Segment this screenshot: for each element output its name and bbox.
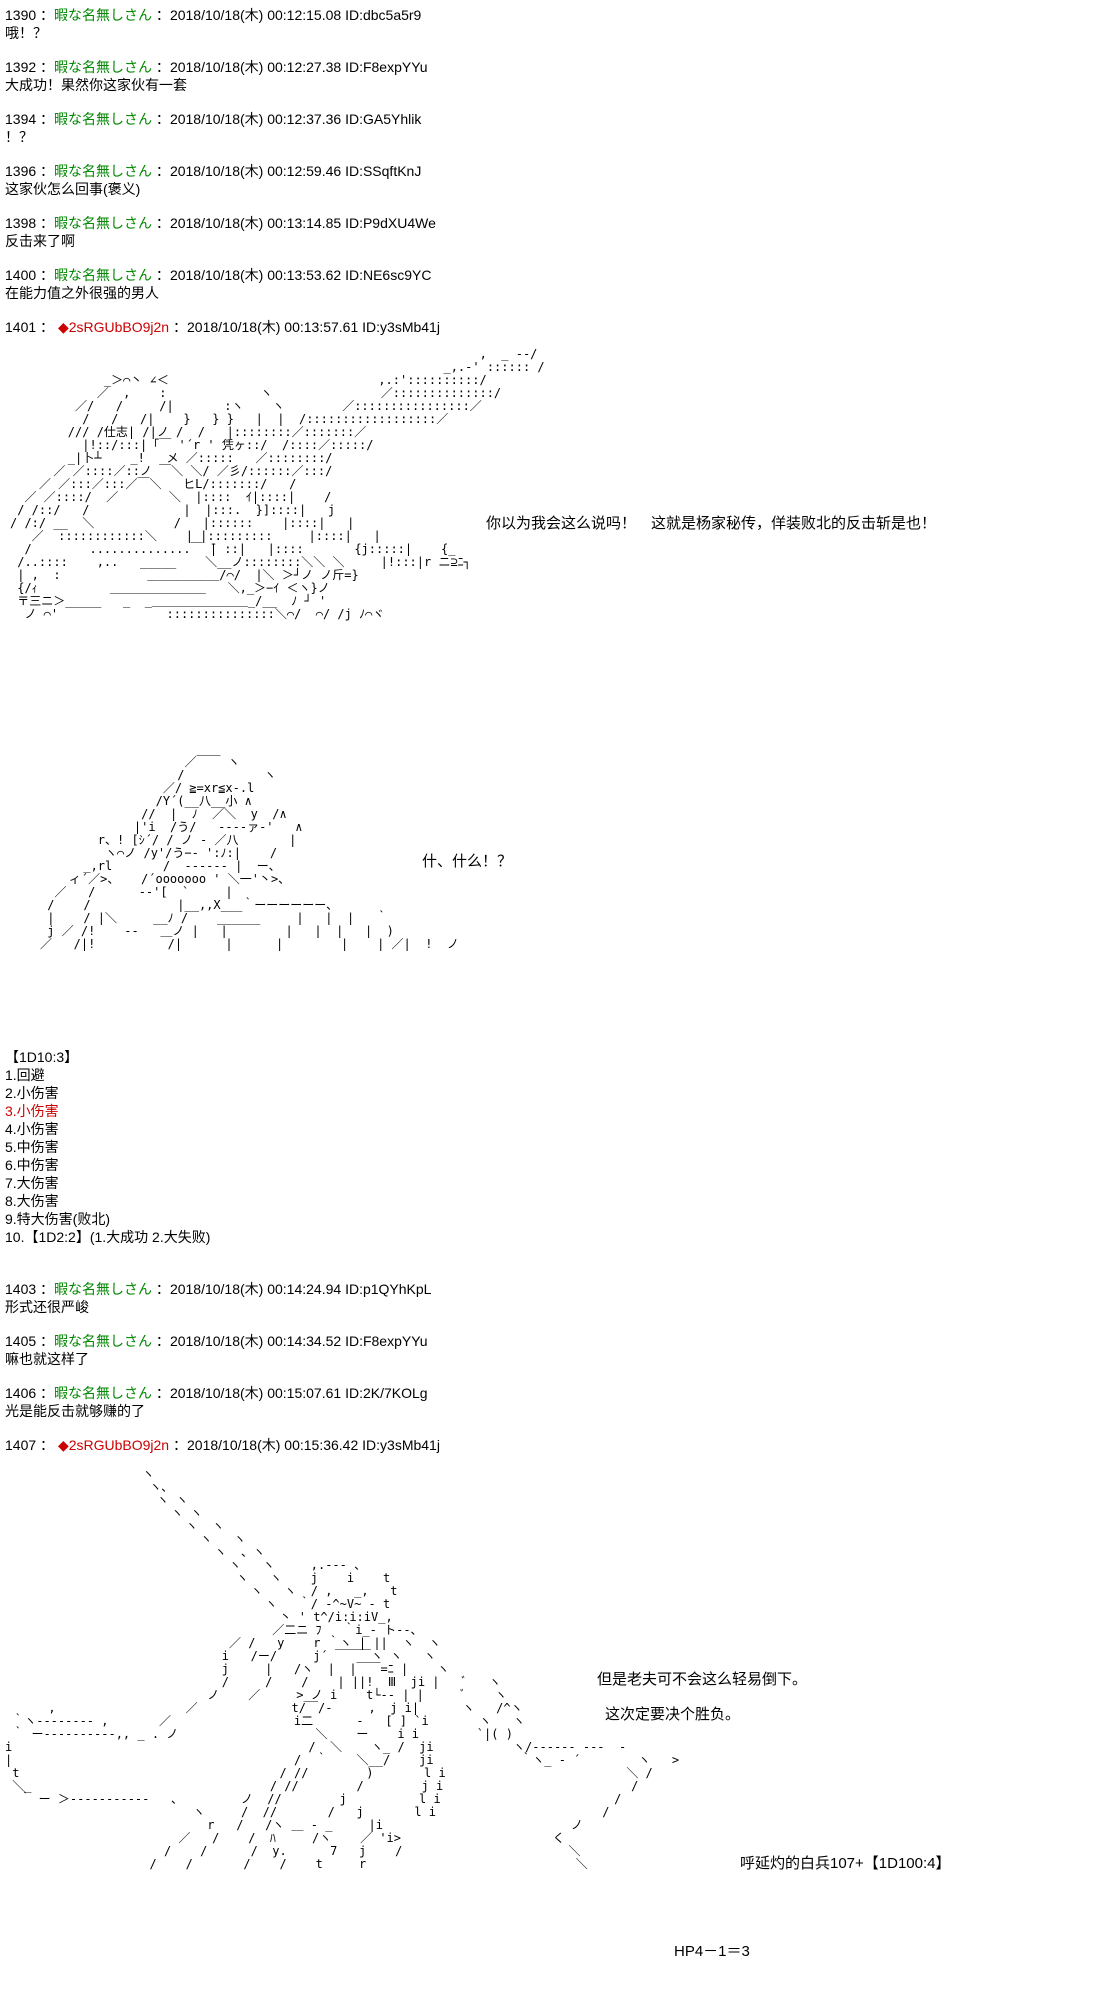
post-date: 2018/10/18(木) 00:15:36.42 xyxy=(187,1437,359,1453)
diamond-icon: ◆ xyxy=(57,1437,69,1453)
post-body: 在能力值之外很强的男人 xyxy=(5,285,159,301)
trip-code[interactable]: 2sRGUbBO9j2n xyxy=(68,319,170,335)
roll-item: 9.特大伤害(败北) xyxy=(5,1211,110,1227)
roll-title: 【1D10:3】 xyxy=(5,1049,79,1065)
roll-item: 6.中伤害 xyxy=(5,1157,59,1173)
poster-name[interactable]: 暇な名無しさん xyxy=(54,267,153,283)
post-id[interactable]: ID:P9dXU4We xyxy=(345,215,436,231)
post-id[interactable]: ID:NE6sc9YC xyxy=(345,267,432,283)
post-id[interactable]: ID:SSqftKnJ xyxy=(345,163,422,179)
post-header: 1407 ： ◆2sRGUbBO9j2n ：2018/10/18(木) 00:1… xyxy=(5,1437,440,1453)
poster-name[interactable]: 暇な名無しさん xyxy=(54,7,153,23)
roll-item: 4.小伤害 xyxy=(5,1121,59,1137)
post-number: 1403 xyxy=(5,1281,37,1297)
poster-name[interactable]: 暇な名無しさん xyxy=(54,163,153,179)
roll-item: 3.小伤害 xyxy=(5,1103,59,1119)
ascii-art-figure-1: , _ -‐/ _,.-' :::::: / _＞⌒丶 ∠＜ ,.:':::::… xyxy=(10,347,545,621)
post-id[interactable]: ID:GA5Yhlik xyxy=(345,111,422,127)
post-date: 2018/10/18(木) 00:12:37.36 xyxy=(169,111,342,127)
dialog-line-6: HP4－1＝3 xyxy=(674,1943,750,1960)
poster-name[interactable]: 暇な名無しさん xyxy=(54,215,153,231)
post-date: 2018/10/18(木) 00:13:57.61 xyxy=(187,319,359,335)
post-date: 2018/10/18(木) 00:12:27.38 xyxy=(169,59,342,75)
post-number: 1401 xyxy=(5,319,37,335)
post-id[interactable]: ID:p1QYhKpL xyxy=(345,1281,432,1297)
post-header: 1406 ：暇な名無しさん ：2018/10/18(木) 00:15:07.61… xyxy=(5,1385,428,1401)
post-header: 1401 ： ◆2sRGUbBO9j2n ：2018/10/18(木) 00:1… xyxy=(5,319,440,335)
ascii-art-figure-2: ／￣￣ ヽ / ヽ ／/ ≧=xr≦x-.l /Y´(__八__小 ∧ // |… xyxy=(40,755,459,951)
poster-name[interactable]: 暇な名無しさん xyxy=(54,59,153,75)
post-date: 2018/10/18(木) 00:12:15.08 xyxy=(169,7,342,23)
post-number: 1400 xyxy=(5,267,37,283)
post-id[interactable]: ID:y3sMb41j xyxy=(362,319,440,335)
roll-item: 5.中伤害 xyxy=(5,1139,59,1155)
diamond-icon: ◆ xyxy=(57,319,69,335)
post-date: 2018/10/18(木) 00:12:59.46 xyxy=(169,163,342,179)
post-body: 大成功！果然你这家伙有一套 xyxy=(5,77,187,93)
post-date: 2018/10/18(木) 00:14:24.94 xyxy=(169,1281,342,1297)
poster-name[interactable]: 暇な名無しさん xyxy=(54,1385,153,1401)
dialog-line-3: 但是老夫可不会这么轻易倒下。 xyxy=(597,1671,808,1688)
roll-item: 1.回避 xyxy=(5,1067,45,1083)
post-1400: 1400 ：暇な名無しさん ：2018/10/18(木) 00:13:53.62… xyxy=(5,266,431,302)
post-id[interactable]: ID:2K/7KOLg xyxy=(345,1385,428,1401)
post-date: 2018/10/18(木) 00:13:53.62 xyxy=(169,267,342,283)
post-1406: 1406 ：暇な名無しさん ：2018/10/18(木) 00:15:07.61… xyxy=(5,1384,428,1420)
roll-item: 10.【1D2:2】(1.大成功 2.大失败) xyxy=(5,1229,211,1245)
post-header: 1403 ：暇な名無しさん ：2018/10/18(木) 00:14:24.94… xyxy=(5,1281,432,1297)
post-header: 1400 ：暇な名無しさん ：2018/10/18(木) 00:13:53.62… xyxy=(5,267,432,283)
poster-name[interactable]: 暇な名無しさん xyxy=(54,1281,153,1297)
dialog-line-2: 什、什么！？ xyxy=(422,853,513,870)
post-body: 这家伙怎么回事(褒义) xyxy=(5,181,141,197)
post-id[interactable]: ID:F8expYYu xyxy=(345,59,428,75)
roll-item: 8.大伤害 xyxy=(5,1193,59,1209)
post-header: 1398 ：暇な名無しさん ：2018/10/18(木) 00:13:14.85… xyxy=(5,215,436,231)
post-date: 2018/10/18(木) 00:15:07.61 xyxy=(169,1385,342,1401)
ascii-art-figure-3: ヽ ヽ､ ヽ ヽ ヽ ヽ ヽ ヽ ヽ ヽ ヽ 、ヽ xyxy=(5,1467,680,1871)
post-id[interactable]: ID:dbc5a5r9 xyxy=(345,7,422,23)
post-number: 1390 xyxy=(5,7,37,23)
post-header: 1396 ：暇な名無しさん ：2018/10/18(木) 00:12:59.46… xyxy=(5,163,422,179)
post-1394: 1394 ：暇な名無しさん ：2018/10/18(木) 00:12:37.36… xyxy=(5,110,421,146)
post-id[interactable]: ID:y3sMb41j xyxy=(362,1437,440,1453)
post-body: 嘛也就这样了 xyxy=(5,1351,89,1367)
post-body: ！？ xyxy=(5,129,33,145)
post-date: 2018/10/18(木) 00:14:34.52 xyxy=(169,1333,342,1349)
post-header: 1392 ：暇な名無しさん ：2018/10/18(木) 00:12:27.38… xyxy=(5,59,428,75)
dialog-line-5: 呼延灼的白兵107+【1D100:4】 xyxy=(740,1855,951,1872)
dialog-line-1: 你以为我会这么说吗！ 这就是杨家秘传，佯装败北的反击斩是也！ xyxy=(486,515,937,532)
roll-items: 1.回避 2.小伤害 3.小伤害 4.小伤害 5.中伤害 6.中伤害 7.大伤害 8.大伤害 9… xyxy=(5,1066,210,1246)
post-1403: 1403 ：暇な名無しさん ：2018/10/18(木) 00:14:24.94… xyxy=(5,1280,431,1316)
post-number: 1394 xyxy=(5,111,37,127)
roll-item: 7.大伤害 xyxy=(5,1175,59,1191)
post-header: 1390 ：暇な名無しさん ：2018/10/18(木) 00:12:15.08… xyxy=(5,7,422,23)
post-id[interactable]: ID:F8expYYu xyxy=(345,1333,428,1349)
post-number: 1396 xyxy=(5,163,37,179)
post-number: 1398 xyxy=(5,215,37,231)
post-header: 1394 ：暇な名無しさん ：2018/10/18(木) 00:12:37.36… xyxy=(5,111,422,127)
post-1405: 1405 ：暇な名無しさん ：2018/10/18(木) 00:14:34.52… xyxy=(5,1332,428,1368)
post-1407: 1407 ： ◆2sRGUbBO9j2n ：2018/10/18(木) 00:1… xyxy=(5,1436,440,1454)
post-body: 光是能反击就够赚的了 xyxy=(5,1403,145,1419)
post-header: 1405 ：暇な名無しさん ：2018/10/18(木) 00:14:34.52… xyxy=(5,1333,428,1349)
post-body: 反击来了啊 xyxy=(5,233,75,249)
post-body: 形式还很严峻 xyxy=(5,1299,89,1315)
poster-name[interactable]: 暇な名無しさん xyxy=(54,1333,153,1349)
roll-item: 2.小伤害 xyxy=(5,1085,59,1101)
roll-list: 【1D10:3】 1.回避 2.小伤害 3.小伤害 4.小伤害 5.中伤害 6.中伤害 7.… xyxy=(5,1048,210,1246)
post-1396: 1396 ：暇な名無しさん ：2018/10/18(木) 00:12:59.46… xyxy=(5,162,421,198)
poster-name[interactable]: 暇な名無しさん xyxy=(54,111,153,127)
post-number: 1407 xyxy=(5,1437,37,1453)
post-1392: 1392 ：暇な名無しさん ：2018/10/18(木) 00:12:27.38… xyxy=(5,58,428,94)
post-body: 哦！？ xyxy=(5,25,47,41)
post-number: 1406 xyxy=(5,1385,37,1401)
post-number: 1405 xyxy=(5,1333,37,1349)
post-1398: 1398 ：暇な名無しさん ：2018/10/18(木) 00:13:14.85… xyxy=(5,214,436,250)
trip-code[interactable]: 2sRGUbBO9j2n xyxy=(68,1437,170,1453)
post-number: 1392 xyxy=(5,59,37,75)
post-1401: 1401 ： ◆2sRGUbBO9j2n ：2018/10/18(木) 00:1… xyxy=(5,318,440,336)
post-date: 2018/10/18(木) 00:13:14.85 xyxy=(169,215,342,231)
dialog-line-4: 这次定要决个胜负。 xyxy=(605,1706,741,1723)
post-1390: 1390 ：暇な名無しさん ：2018/10/18(木) 00:12:15.08… xyxy=(5,6,421,42)
